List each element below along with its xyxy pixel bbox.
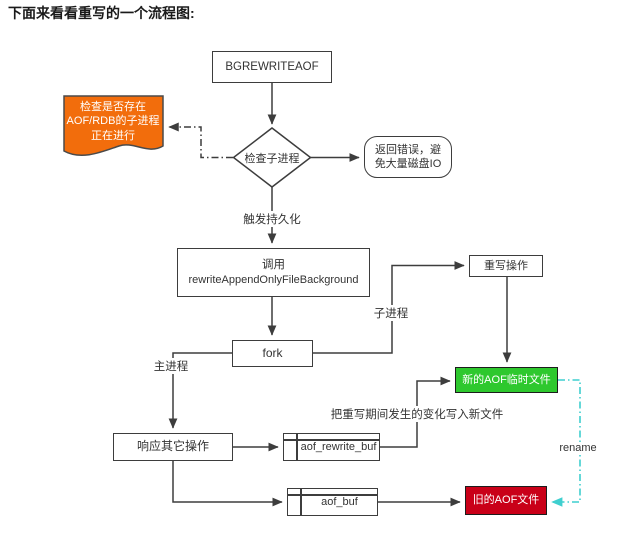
- edge-label-rename: rename: [557, 442, 599, 454]
- respond-other-ops-node: 响应其它操作: [113, 433, 233, 461]
- edge-decision-to-note-dashdot: [168, 122, 233, 159]
- new-aof-temp-file-node: 新的AOF临时文件: [455, 367, 558, 393]
- edge-fork-to-respond-main: [168, 352, 232, 429]
- edge-label-trigger-persistence: 触发持久化: [241, 211, 303, 227]
- note-document-shape: [63, 95, 164, 156]
- edge-label-main-process: 主进程: [151, 358, 191, 374]
- fork-node: fork: [232, 340, 313, 367]
- edge-respond-to-aof-buf: [172, 461, 283, 507]
- page-title: 下面来看看重写的一个流程图:: [8, 5, 195, 21]
- aof-buf-node: aof_buf: [287, 488, 378, 516]
- edge-rename-dashdot: [551, 379, 581, 507]
- note-check-aof-rdb: 检查是否存在 AOF/RDB的子进程 正在进行: [66, 101, 160, 142]
- start-node-label: BGREWRITEAOF: [225, 60, 319, 73]
- start-node-bgrewriteaof: BGREWRITEAOF: [212, 51, 332, 83]
- call-rewrite-background-node: 调用 rewriteAppendOnlyFileBackground: [177, 248, 370, 297]
- return-error-node: 返回错误，避 免大量磁盘IO: [364, 136, 452, 178]
- old-aof-file-node: 旧的AOF文件: [465, 486, 547, 515]
- edge-label-write-changes: 把重写期间发生的变化写入新文件: [328, 406, 506, 422]
- edge-label-child-process: 子进程: [371, 305, 411, 321]
- rewrite-operation-node: 重写操作: [469, 255, 543, 277]
- decision-diamond-shape: [232, 127, 312, 188]
- aof-rewrite-buf-node: aof_rewrite_buf: [283, 433, 380, 461]
- decision-check-subprocess-label: 检查子进程: [244, 153, 300, 165]
